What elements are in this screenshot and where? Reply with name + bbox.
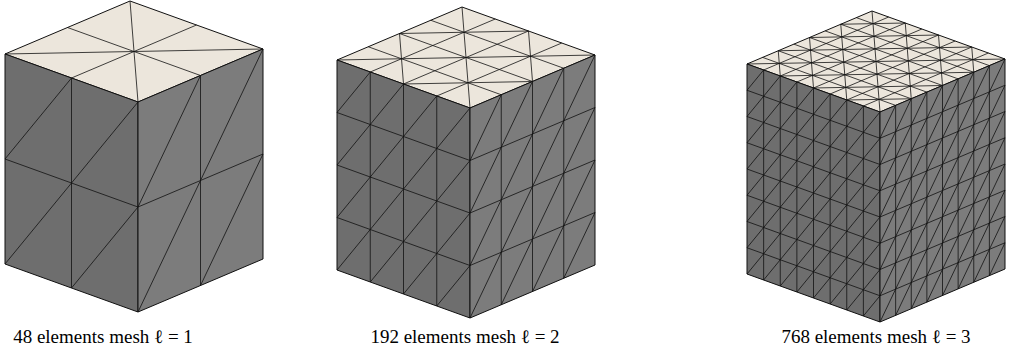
mesh-caption: 48 elements mesh ℓ = 1 xyxy=(13,326,193,348)
mesh-edges xyxy=(337,7,595,318)
cube-mesh xyxy=(337,7,595,318)
cube-mesh xyxy=(747,11,1005,322)
cube-mesh xyxy=(5,1,263,312)
mesh-caption: 768 elements mesh ℓ = 3 xyxy=(781,326,970,348)
mesh-edges xyxy=(747,11,1005,322)
mesh-edges xyxy=(5,1,263,312)
mesh-caption: 192 elements mesh ℓ = 2 xyxy=(370,326,559,348)
